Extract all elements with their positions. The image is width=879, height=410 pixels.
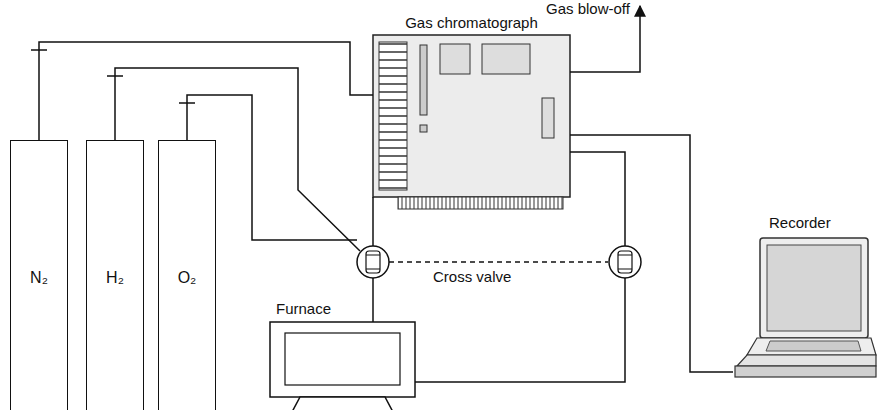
regulator-tick [31,50,195,103]
gas-cylinder: O₂ [158,140,216,410]
furnace-body [270,322,415,410]
equipment-label: Furnace [276,300,415,318]
gas-chromatograph: Gas chromatograph [373,14,570,197]
gas-line [372,278,374,322]
gas-line [570,152,625,246]
equipment-label: Recorder [769,214,875,232]
cross-valve-symbol [357,246,389,278]
gas-line [39,42,373,140]
gas-cylinder: N₂ [10,140,68,410]
gas-line [372,197,374,246]
furnace: Furnace [268,300,415,397]
valve-label: Cross valve [432,268,512,286]
supply-line [115,68,360,251]
cross-valve-symbol [609,246,641,278]
gas-line [415,278,625,382]
gas-cylinder: H₂ [86,140,144,410]
laptop-illustration [735,238,876,377]
gas-line [570,135,733,372]
cylinder-label: O₂ [178,269,197,287]
chromatograph-body [373,35,570,209]
valve-link [389,261,608,263]
cylinder-label: N₂ [30,269,48,287]
outlet-label: Gas blow-off [545,0,631,18]
recorder: Recorder [733,214,875,377]
equipment-label: Gas chromatograph [373,14,570,32]
cylinder-label: H₂ [106,269,124,287]
